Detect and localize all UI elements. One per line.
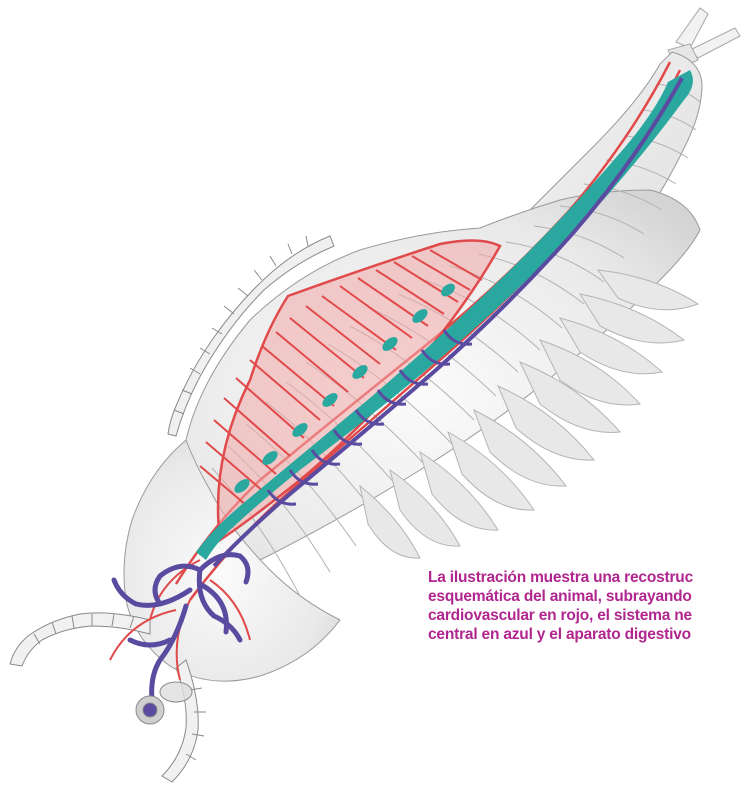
head-appendages [136, 682, 192, 724]
figure-caption: La ilustración muestra una recostruc esq… [428, 568, 751, 644]
